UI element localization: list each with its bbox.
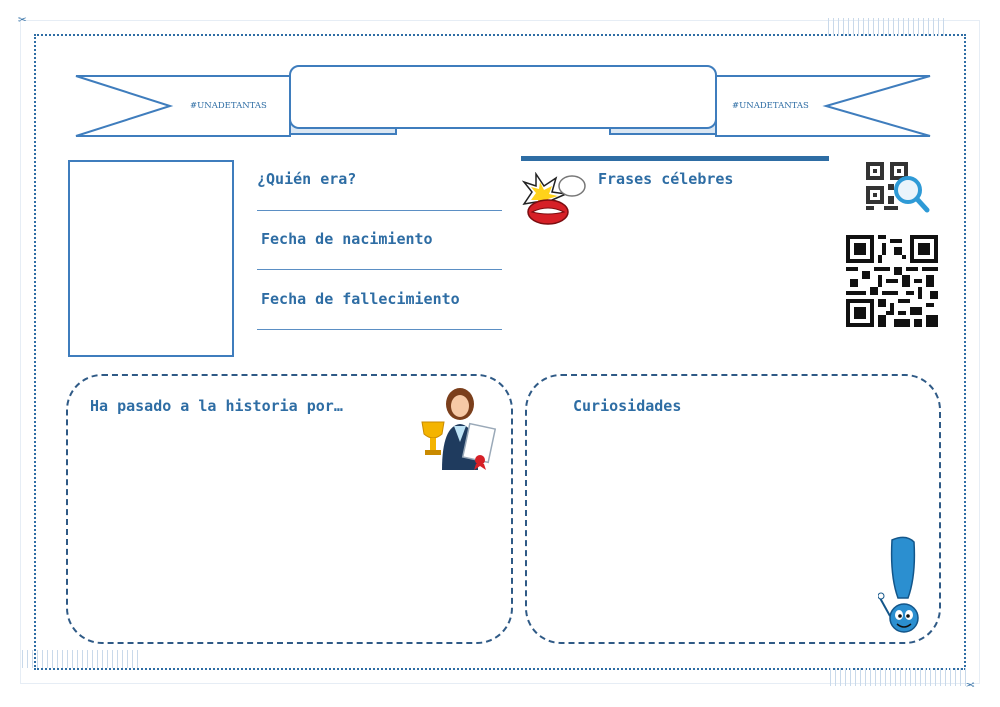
decorative-stripes-bottom bbox=[830, 668, 970, 686]
cut-line-border bbox=[34, 34, 966, 670]
ribbon-tag-right: #UNADETANTAS bbox=[732, 101, 809, 111]
quotes-label: Frases célebres bbox=[598, 170, 734, 188]
ribbon-right-tail bbox=[715, 75, 931, 137]
ribbon-title[interactable] bbox=[292, 70, 712, 128]
scissors-icon: ✂ bbox=[966, 676, 975, 692]
qr-scan-icon bbox=[866, 162, 930, 213]
ribbon-left-tail bbox=[75, 75, 291, 137]
birth-date-answer-line[interactable] bbox=[257, 269, 502, 270]
birth-date-label: Fecha de nacimiento bbox=[261, 230, 433, 248]
death-date-answer-line[interactable] bbox=[257, 329, 502, 330]
sheet-frame bbox=[20, 20, 980, 684]
history-label: Ha pasado a la historia por… bbox=[90, 397, 343, 415]
curiosities-box[interactable] bbox=[525, 374, 941, 644]
who-answer-line[interactable] bbox=[257, 210, 502, 211]
ribbon-banner bbox=[75, 65, 931, 137]
death-date-label: Fecha de fallecimiento bbox=[261, 290, 460, 308]
scissors-icon: ✂ bbox=[18, 12, 27, 28]
award-woman-icon bbox=[421, 388, 496, 470]
photo-placeholder[interactable] bbox=[68, 160, 234, 357]
history-box[interactable] bbox=[66, 374, 513, 644]
ribbon-center bbox=[289, 65, 717, 129]
curiosities-label: Curiosidades bbox=[573, 397, 682, 415]
qr-code[interactable] bbox=[846, 235, 938, 327]
decorative-stripes-top bbox=[828, 18, 948, 36]
qr-code-pattern bbox=[846, 235, 938, 327]
exclamation-mascot-icon bbox=[878, 536, 919, 633]
who-label: ¿Quién era? bbox=[257, 170, 357, 188]
lips-speech-icon bbox=[522, 172, 586, 225]
decorative-stripes-left bbox=[22, 650, 142, 668]
ribbon-tag-left: #UNADETANTAS bbox=[190, 101, 267, 111]
quotes-header-bar bbox=[521, 156, 829, 161]
